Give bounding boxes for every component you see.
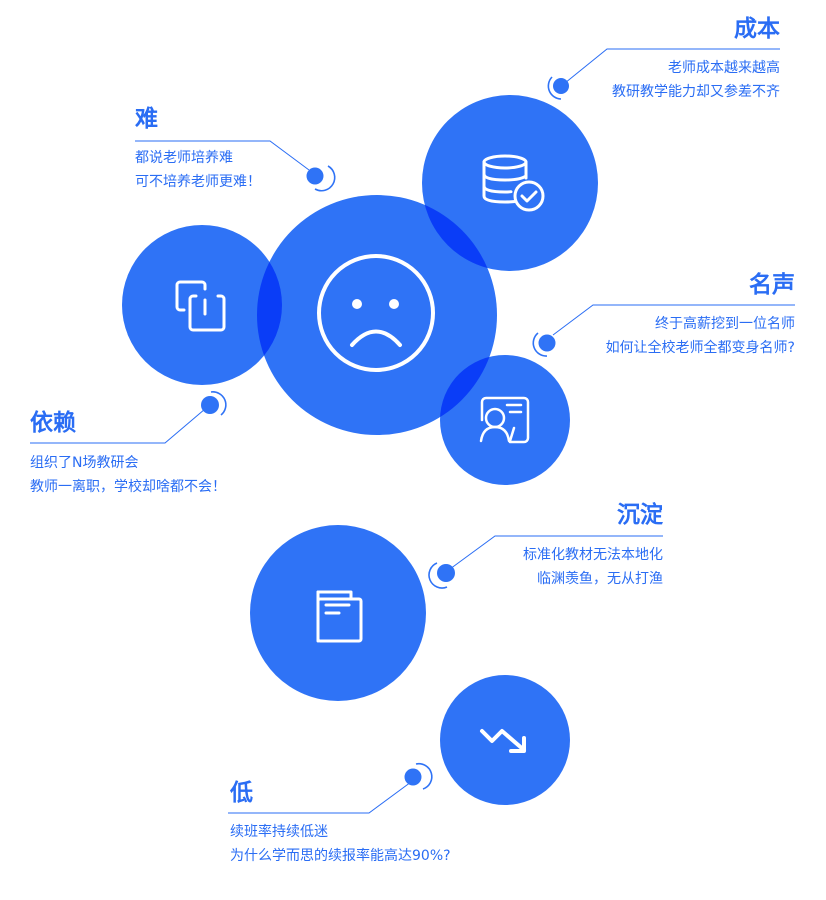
callout-line: 续班率持续低迷 xyxy=(230,824,328,840)
callout-line: 老师成本越来越高 xyxy=(668,60,780,76)
callout-title: 名声 xyxy=(749,272,795,298)
callout-title: 沉淀 xyxy=(617,502,663,528)
callout-line: 都说老师培养难 xyxy=(135,150,233,166)
callout-difficulty-text: 都说老师培养难 可不培养老师更难！ xyxy=(135,146,261,194)
callout-dependency: 依赖 xyxy=(30,408,76,438)
trend-down-icon xyxy=(480,729,526,753)
dot-marker-cost xyxy=(547,76,569,100)
low-circle xyxy=(440,675,570,805)
callout-line: 终于高薪挖到一位名师 xyxy=(655,316,795,332)
callout-sediment-text: 标准化教材无法本地化 临渊羡鱼，无从打渔 xyxy=(523,543,663,591)
dependency-circle xyxy=(122,225,282,385)
callout-title: 成本 xyxy=(734,16,780,42)
callout-reputation: 名声 xyxy=(749,270,795,300)
dot-marker-dependency xyxy=(201,391,227,416)
leader-lines xyxy=(30,48,795,814)
book-icon xyxy=(316,590,363,643)
main-circle xyxy=(257,195,497,435)
leader-line-sediment xyxy=(449,535,663,570)
callout-line: 组织了N场教研会 xyxy=(30,455,139,471)
dot-marker-sediment xyxy=(428,562,455,589)
dot-marker-low xyxy=(404,762,433,790)
copy-icon xyxy=(175,280,226,332)
callout-sediment: 沉淀 xyxy=(617,500,663,530)
callout-title: 低 xyxy=(230,780,253,806)
callout-reputation-text: 终于高薪挖到一位名师 如何让全校老师全都变身名师? xyxy=(606,312,795,360)
leader-line-cost xyxy=(564,48,780,84)
callout-line: 可不培养老师更难！ xyxy=(135,174,261,190)
teacher-board-icon xyxy=(479,396,530,444)
leader-line-dependency xyxy=(30,408,206,444)
callout-line: 如何让全校老师全都变身名师? xyxy=(605,340,795,356)
leader-line-difficulty xyxy=(135,140,310,171)
callout-low: 低 xyxy=(230,778,253,808)
overlap-reputation xyxy=(440,355,497,435)
sad-face-icon xyxy=(317,254,435,372)
callout-line: 临渊羡鱼，无从打渔 xyxy=(537,571,663,587)
callout-cost-text: 老师成本越来越高 教研教学能力却又参差不齐 xyxy=(612,56,780,104)
callout-line: 教师一离职，学校却啥都不会！ xyxy=(30,479,226,495)
database-check-icon xyxy=(482,154,545,212)
callout-title: 难 xyxy=(135,106,158,132)
dot-marker-reputation xyxy=(532,332,556,357)
leader-line-reputation xyxy=(552,304,795,336)
callout-dependency-text: 组织了N场教研会 教师一离职，学校却啥都不会！ xyxy=(30,451,226,499)
callout-line: 为什么学而思的续报率能高达90%? xyxy=(230,848,451,864)
cost-circle xyxy=(422,95,598,271)
callout-low-text: 续班率持续低迷 为什么学而思的续报率能高达90%? xyxy=(230,820,451,868)
callout-cost: 成本 xyxy=(734,14,780,44)
callout-difficulty: 难 xyxy=(135,104,158,134)
leader-line-low xyxy=(228,781,412,814)
callout-title: 依赖 xyxy=(30,410,76,436)
dot-marker-difficulty xyxy=(306,165,336,192)
callout-line: 教研教学能力却又参差不齐 xyxy=(612,84,780,100)
callout-line: 标准化教材无法本地化 xyxy=(523,547,663,563)
